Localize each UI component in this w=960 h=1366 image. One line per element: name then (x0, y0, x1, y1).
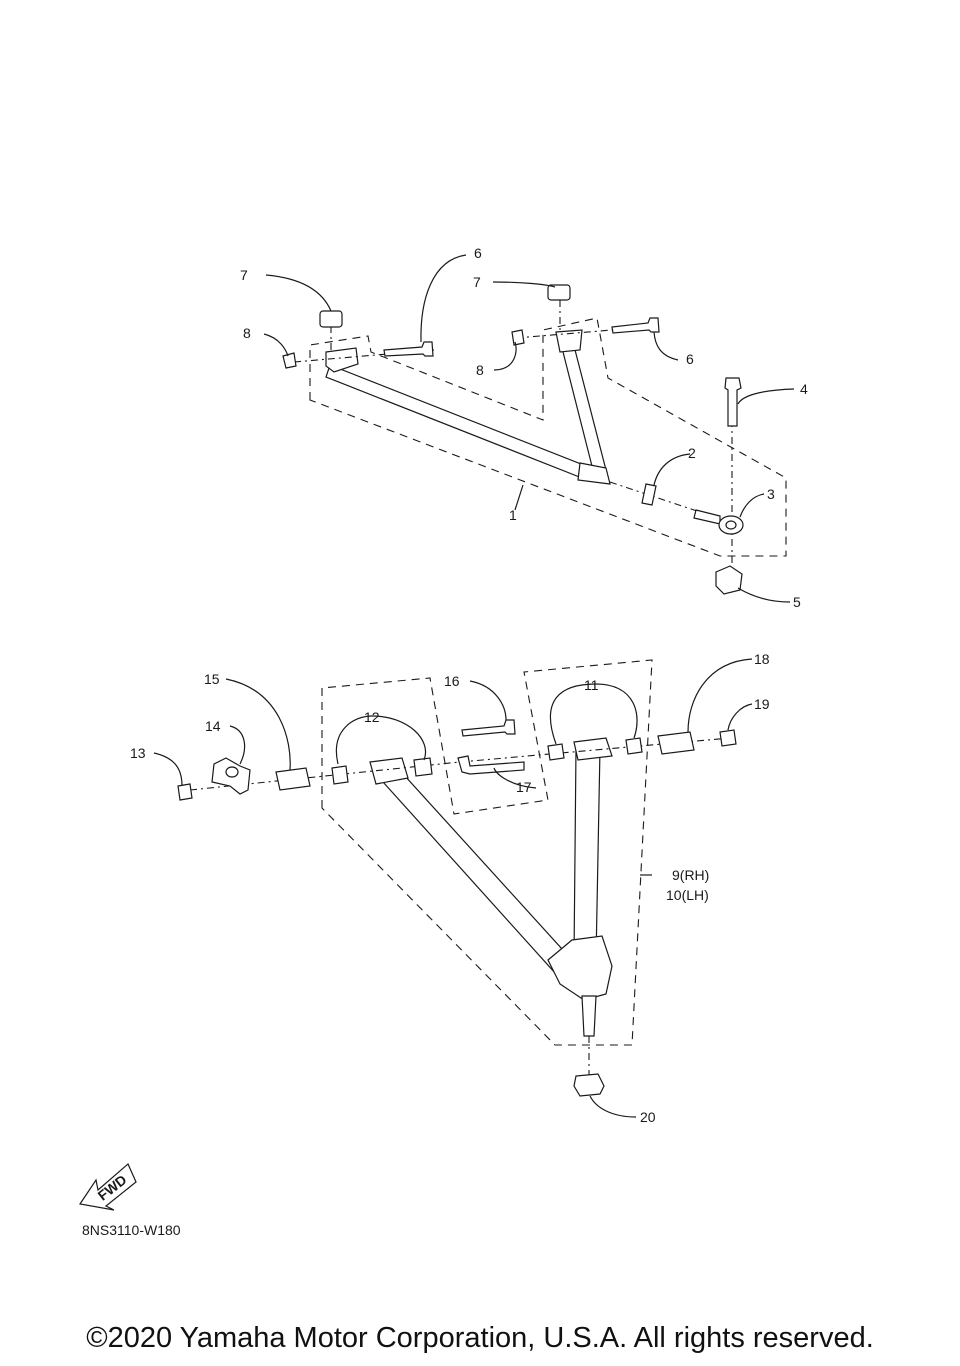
collar-part-12-right (413, 757, 433, 777)
label-13: 13 (130, 745, 146, 761)
label-7-rear: 7 (473, 274, 481, 290)
label-19: 19 (754, 696, 770, 712)
label-12: 12 (364, 709, 380, 725)
boot-part-5 (715, 565, 743, 595)
upper-arm-assembly (282, 284, 787, 595)
bolt-part-6-front (383, 341, 434, 357)
bushing-part-18 (657, 731, 695, 755)
bolt-part-6-rear (611, 317, 660, 334)
bolt-part-17 (457, 755, 525, 775)
label-2: 2 (688, 445, 696, 461)
bolt-part-4 (724, 377, 742, 427)
nut-part-2 (641, 483, 657, 506)
collar-part-7-rear (547, 284, 571, 301)
label-7-front: 7 (240, 267, 248, 283)
nut-part-13 (177, 783, 193, 801)
label-20: 20 (640, 1109, 656, 1125)
label-9-rh: 9(RH) (672, 867, 709, 883)
label-5: 5 (793, 594, 801, 610)
rod-end-part-3 (693, 509, 721, 525)
lower-arm-pivot-rear (573, 737, 613, 761)
upper-group-outline (309, 317, 787, 557)
upper-arm-bracket-front (325, 347, 359, 373)
nut-part-19 (719, 729, 737, 747)
upper-arm-tube-rear (561, 345, 607, 475)
nut-part-8-front (282, 352, 297, 369)
part-labels: 7 6 7 8 8 6 4 2 3 1 5 15 16 11 18 14 12 … (130, 245, 808, 1125)
label-15: 15 (204, 671, 220, 687)
label-11: 11 (584, 677, 599, 693)
ball-joint-stud (581, 995, 597, 1037)
label-14: 14 (205, 718, 221, 734)
lower-arm-tube-front (372, 763, 573, 975)
fwd-arrow-icon: FWD (78, 1163, 137, 1211)
upper-leaders (263, 254, 795, 603)
collar-part-12-left (331, 765, 349, 785)
label-8-front: 8 (243, 325, 251, 341)
boot-part-20 (573, 1073, 605, 1097)
label-8-rear: 8 (476, 362, 484, 378)
lower-arm-ball-joint (547, 935, 613, 1001)
collar-part-11-right (625, 737, 643, 755)
collar-part-7-front (319, 310, 343, 328)
label-3: 3 (767, 486, 775, 502)
label-10-lh: 10(LH) (666, 887, 709, 903)
collar-part-11-left (547, 743, 565, 761)
label-4: 4 (800, 381, 808, 397)
copyright-notice: ©2020 Yamaha Motor Corporation, U.S.A. A… (86, 1322, 874, 1354)
lower-group-outline (321, 659, 653, 1046)
upper-arm-joint (577, 462, 611, 485)
label-6-rear: 6 (686, 351, 694, 367)
lower-arm-assembly (177, 659, 737, 1097)
label-16: 16 (444, 673, 460, 689)
label-1: 1 (509, 507, 517, 523)
bolt-part-16 (461, 719, 516, 737)
lower-arm-tube-rear (573, 747, 601, 961)
label-6-front: 6 (474, 245, 482, 261)
label-17: 17 (516, 779, 532, 795)
label-18: 18 (754, 651, 770, 667)
nut-part-8-rear (511, 329, 525, 346)
bushing-part-15 (275, 767, 311, 791)
lower-arm-pivot-front (369, 757, 409, 785)
lower-leaders (153, 658, 753, 1118)
upper-arm-bracket-rear (555, 329, 583, 353)
diagram-code: 8NS3110-W180 (82, 1222, 181, 1238)
